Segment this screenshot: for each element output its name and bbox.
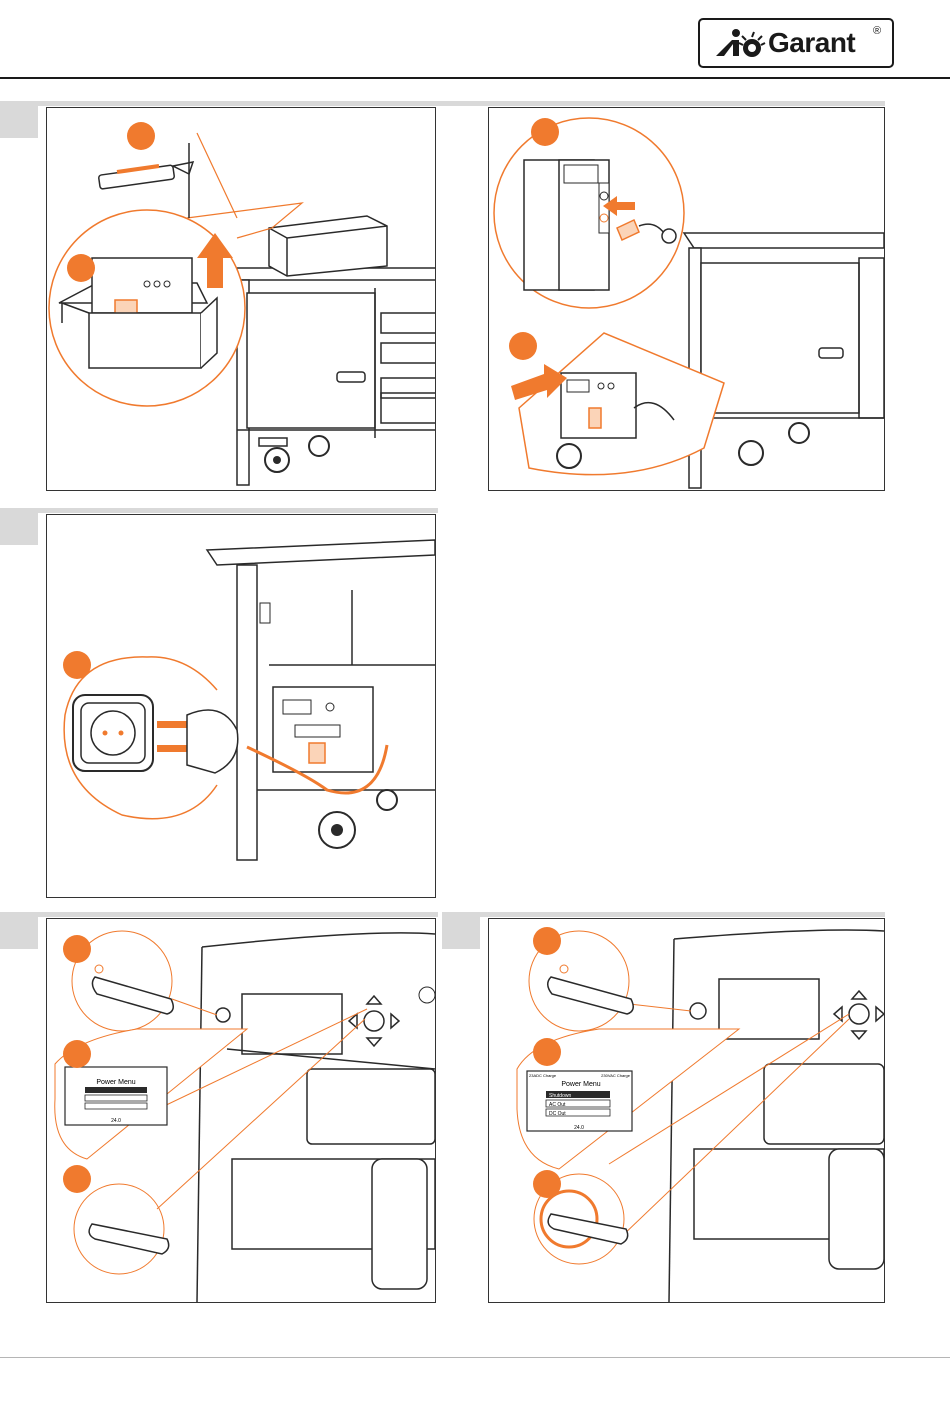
right-screen-footer: 24.0: [574, 1125, 584, 1131]
section-bar-3: [0, 912, 438, 917]
right-screen-item-shutdown: Shutdown: [549, 1093, 571, 1099]
garant-logo-icon: [714, 28, 766, 60]
step-tab-2: [0, 511, 38, 545]
illustration-socket: [46, 514, 436, 898]
right-screen-top-right: 230VAC Charge: [601, 1073, 631, 1078]
illustration-unpack: [46, 107, 436, 491]
dpad-icon: [834, 991, 884, 1039]
dpad-icon: [349, 996, 399, 1046]
header-rule: [0, 77, 950, 79]
registered-mark: ®: [873, 26, 881, 37]
cutter-knife-icon: [98, 143, 193, 218]
left-screen-footer: 24.0: [111, 1118, 121, 1124]
right-screen-item-ac-out: AC Out: [549, 1102, 566, 1108]
right-screen-top-left: 23ADC Charge: [529, 1073, 557, 1078]
section-bar-2: [0, 508, 438, 513]
brand-name: Garant: [768, 29, 855, 57]
garant-logo: Garant ®: [698, 18, 894, 68]
right-screen-title: Power Menu: [561, 1081, 600, 1088]
right-screen-item-dc-out: DC Out: [549, 1111, 566, 1117]
step-tab-1: [0, 104, 38, 138]
footer-rule: [0, 1357, 950, 1358]
section-bar-4: [442, 912, 885, 917]
step-tab-3: [0, 915, 38, 949]
socket-icon: [73, 695, 153, 771]
power-button-icon: [690, 1003, 706, 1019]
left-screen-title: Power Menu: [96, 1079, 135, 1086]
step-tab-4: [442, 915, 480, 949]
illustration-power-menu-right: 23ADC Charge 230VAC Charge Power Menu Sh…: [488, 918, 885, 1303]
section-bar-1: [0, 101, 885, 106]
illustration-power-menu-left: Power Menu 24.0: [46, 918, 436, 1303]
illustration-connect: [488, 107, 885, 491]
